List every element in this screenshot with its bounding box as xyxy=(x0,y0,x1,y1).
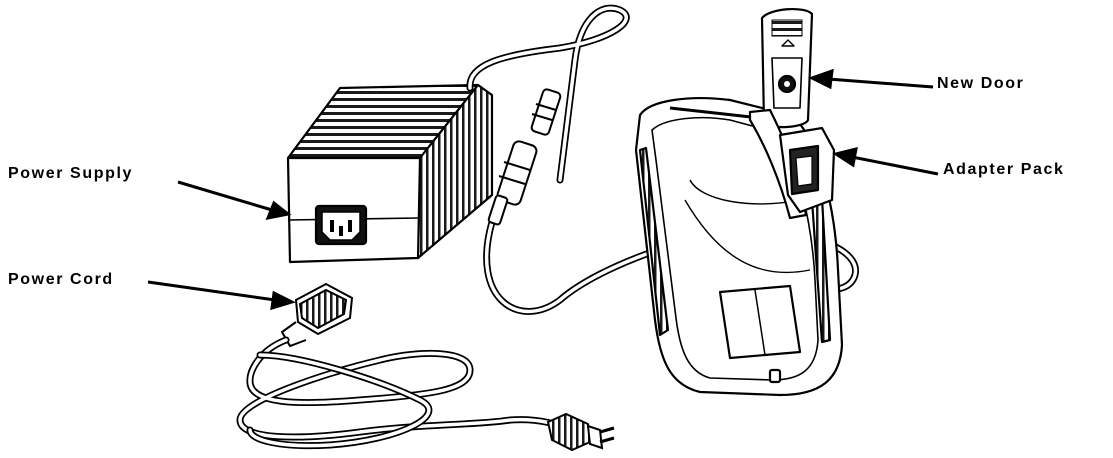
power-supply-label: Power Supply xyxy=(8,165,133,182)
power-supply xyxy=(286,83,494,264)
power-cord xyxy=(236,282,615,452)
adapter-pack-label: Adapter Pack xyxy=(943,161,1065,178)
adapter-pack xyxy=(748,108,836,220)
dc-connector xyxy=(487,88,562,226)
new-door-label: New Door xyxy=(937,75,1025,92)
power-cord-label: Power Cord xyxy=(8,271,114,288)
callout-arrows xyxy=(147,68,939,311)
new-door xyxy=(760,8,814,129)
